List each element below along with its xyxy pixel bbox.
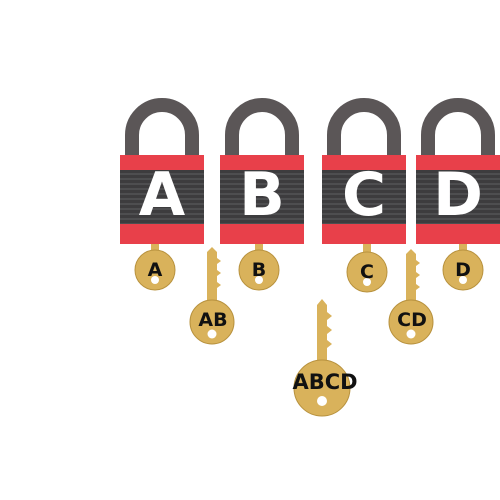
key-hole (317, 396, 327, 406)
padlock-c[interactable]: C (322, 98, 406, 244)
key-stem (363, 244, 371, 256)
padlock-body-bottom (416, 224, 500, 244)
key-cd[interactable]: CD (388, 249, 434, 345)
padlock-body-top (416, 155, 500, 173)
key-label: D (455, 259, 471, 281)
padlock-body-mid (220, 170, 304, 226)
key-bow (238, 249, 280, 291)
key-b[interactable]: B (238, 244, 280, 291)
key-blade (406, 249, 420, 302)
padlock-b[interactable]: B (220, 98, 304, 244)
key-label: AB (198, 309, 227, 331)
padlock-body-bottom (220, 224, 304, 244)
padlock-body-top (120, 155, 204, 173)
key-bow (293, 359, 351, 417)
key-label: C (360, 261, 374, 283)
padlock-body-bottom (322, 224, 406, 244)
padlock-body-mid (322, 170, 406, 226)
key-bow (189, 299, 235, 345)
padlock-body-mid (416, 170, 500, 226)
shackle (125, 98, 199, 160)
shackle (421, 98, 495, 160)
key-bow (442, 249, 484, 291)
key-d[interactable]: D (442, 244, 484, 291)
key-ab[interactable]: AB (189, 247, 235, 345)
shackle (327, 98, 401, 160)
padlock-letter: A (139, 160, 186, 230)
key-bow (134, 249, 176, 291)
key-blade (317, 299, 332, 366)
key-hole (406, 329, 416, 339)
key-hole (151, 276, 159, 284)
padlock-body-top (322, 155, 406, 173)
padlock-letter: B (239, 160, 285, 230)
shackle (225, 98, 299, 160)
padlock-body-top (220, 155, 304, 173)
key-label: B (252, 259, 266, 281)
padlock-body-bottom (120, 224, 204, 244)
key-bow (346, 251, 388, 293)
padlock-letter: C (342, 160, 386, 230)
key-hole (363, 278, 371, 286)
key-a[interactable]: A (134, 244, 176, 291)
padlock-body-mid (120, 170, 204, 226)
key-label: CD (397, 309, 427, 331)
padlock-a[interactable]: A (120, 98, 204, 244)
key-hole (207, 329, 217, 339)
key-hole (255, 276, 263, 284)
padlock-d[interactable]: D (416, 98, 500, 244)
key-hole (459, 276, 467, 284)
padlock-letter: D (433, 160, 483, 230)
key-blade (207, 247, 221, 302)
key-c[interactable]: C (346, 244, 388, 293)
key-label: A (148, 259, 163, 281)
key-abcd[interactable]: ABCD (292, 299, 358, 417)
key-label: ABCD (292, 370, 357, 394)
key-bow (388, 299, 434, 345)
